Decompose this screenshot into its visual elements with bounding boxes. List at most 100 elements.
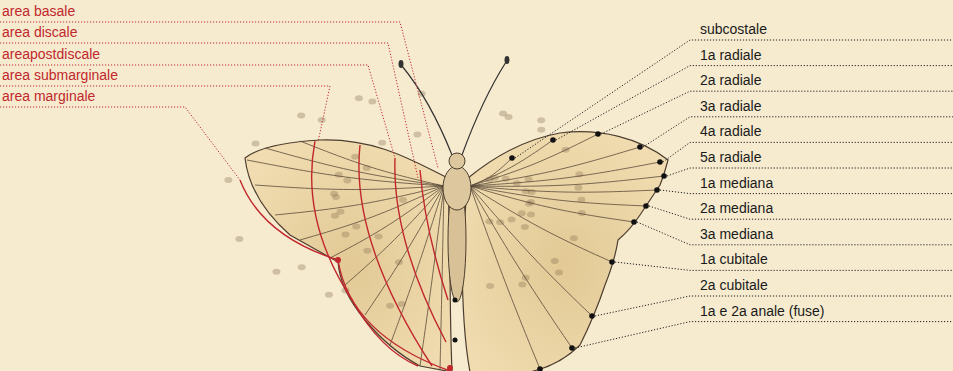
wing-spot	[252, 141, 260, 147]
leader-line	[556, 66, 953, 140]
wing-spot	[352, 223, 360, 229]
leader-lines	[0, 22, 953, 348]
thorax	[443, 166, 471, 210]
wing-spot	[522, 275, 530, 281]
vein-label: 1a mediana	[700, 175, 773, 192]
vein-label: 4a radiale	[700, 123, 762, 140]
wing-spot	[351, 154, 359, 160]
area-label: area submarginale	[2, 67, 118, 84]
vein-label: 1a radiale	[700, 47, 762, 64]
vein-label: 2a radiale	[700, 72, 762, 89]
vein-label: 1a cubitale	[700, 251, 768, 268]
wing-spot	[325, 292, 333, 298]
wing-spot	[395, 259, 403, 265]
leader-line	[0, 107, 240, 180]
wing-vein	[470, 134, 598, 186]
wing-spot	[518, 282, 526, 288]
leader-line	[0, 22, 438, 168]
area-boundary	[312, 141, 418, 366]
wing-spot	[574, 185, 582, 191]
wing-spot	[298, 264, 306, 270]
vein-label: 2a cubitale	[700, 277, 768, 294]
wing-spot	[332, 194, 340, 200]
wing-spot	[272, 269, 280, 275]
vein-dot	[657, 159, 663, 165]
area-label: area discale	[2, 24, 78, 41]
wing-vein	[365, 186, 444, 315]
wing-spot	[375, 234, 383, 240]
wing-vein	[470, 147, 640, 186]
wing-spot	[336, 209, 344, 215]
wing-spot	[363, 248, 371, 254]
wing-vein	[470, 186, 572, 348]
leader-line	[515, 40, 953, 158]
leader-line	[0, 43, 418, 178]
antenna-club	[399, 60, 404, 68]
leader-line	[637, 222, 953, 245]
wing	[462, 132, 668, 371]
wing-vein	[470, 186, 612, 262]
wing-spot	[527, 211, 535, 217]
vein-dot	[595, 131, 601, 137]
wing-spot	[507, 217, 515, 223]
vein-dot	[661, 173, 667, 179]
antenna	[402, 66, 452, 155]
vein-dot	[631, 219, 637, 225]
wing-spot	[318, 117, 326, 123]
wing-vein	[470, 186, 646, 206]
head	[449, 153, 465, 169]
wing-spot	[413, 131, 421, 137]
vein-dot	[453, 298, 458, 303]
wing-spot	[341, 232, 349, 238]
wing-spot	[343, 177, 351, 183]
wing-vein	[470, 186, 592, 316]
wing-spot	[399, 197, 407, 203]
area-dot	[447, 365, 453, 371]
leader-line	[649, 206, 953, 219]
wing-spot	[578, 210, 586, 216]
wing-spot	[570, 235, 578, 241]
wing-spot	[522, 188, 530, 194]
area-label: areapostdiscale	[2, 46, 100, 63]
wing-spot	[537, 117, 545, 123]
wing-vein	[470, 186, 540, 369]
wing-spot	[521, 224, 529, 230]
area-dot	[335, 257, 341, 263]
vein-label: 2a mediana	[700, 200, 773, 217]
wing-vein	[265, 148, 444, 186]
wing-spot	[505, 114, 513, 120]
butterfly	[224, 56, 668, 371]
wing-spot	[486, 283, 494, 289]
vein-dot	[609, 259, 615, 265]
area-boundary	[240, 180, 450, 371]
wing-vein	[247, 160, 444, 186]
wing-vein	[255, 185, 444, 190]
vein-dot	[654, 187, 660, 193]
wing-spot	[555, 270, 563, 276]
leader-line	[601, 91, 953, 134]
wing-spot	[378, 140, 386, 146]
leader-line	[0, 65, 395, 158]
antenna	[462, 62, 506, 155]
vein-label: 5a radiale	[700, 149, 762, 166]
vein-dot	[550, 137, 556, 143]
vein-label: subcostale	[700, 21, 767, 38]
antenna-club	[505, 56, 510, 64]
vein-label: 3a mediana	[700, 226, 773, 243]
vein-dot	[643, 203, 649, 209]
vein-label: 1a e 2a anale (fuse)	[700, 303, 825, 320]
wing-spot	[224, 177, 232, 183]
vein-dot	[589, 313, 595, 319]
wing-vein	[275, 186, 444, 215]
area-boundary	[420, 170, 448, 300]
wing	[245, 140, 452, 371]
area-label: area basale	[2, 3, 75, 20]
vein-dot	[637, 144, 643, 150]
vein-dot	[453, 338, 458, 343]
leader-line	[615, 262, 953, 270]
vein-label: 3a radiale	[700, 98, 762, 115]
wing-spot	[551, 258, 559, 264]
wing-vein	[470, 186, 634, 222]
area-label: area marginale	[2, 88, 95, 105]
wing-spot	[235, 236, 243, 242]
